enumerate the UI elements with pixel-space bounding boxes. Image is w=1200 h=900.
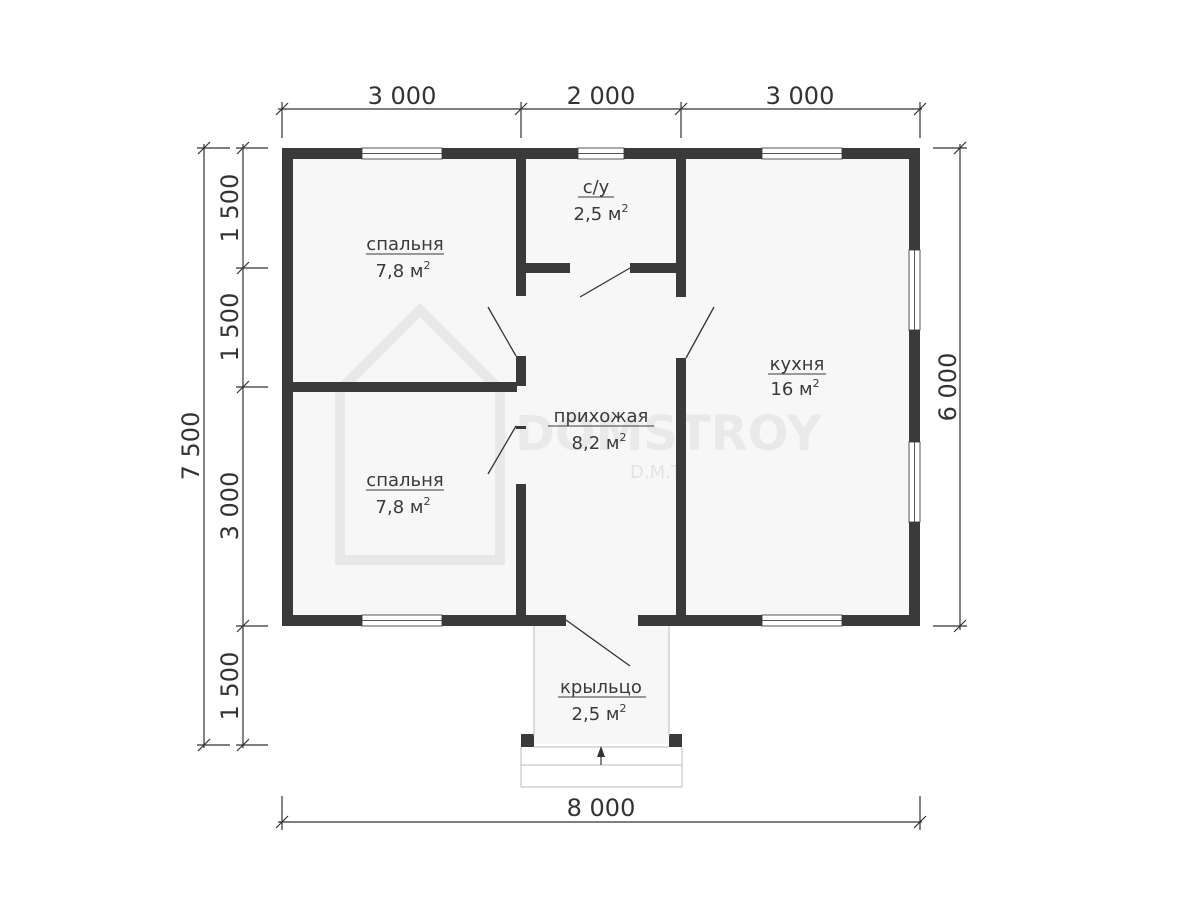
dim-bottom-total: 8 000	[567, 794, 636, 822]
door-kitchen	[685, 306, 715, 359]
dim-top-left: 3 000	[368, 82, 437, 110]
dim-top-middle: 2 000	[567, 82, 636, 110]
watermark-brand: DOMSTROY	[515, 406, 823, 462]
room-bathroom: с/у 2,5 м2	[574, 177, 629, 225]
room-porch-area: 2,5 м2	[572, 702, 627, 725]
room-bedroom1-name: спальня	[366, 234, 443, 255]
porch-outline	[520, 626, 683, 788]
door-bedroom2	[487, 425, 517, 475]
watermark-sub: D.M.T	[630, 462, 683, 483]
left-dimension	[197, 141, 268, 752]
dim-left-3: 3 000	[216, 472, 244, 541]
room-bedroom-1: спальня 7,8 м2	[366, 234, 444, 282]
door-bathroom	[579, 267, 631, 298]
dim-left-2: 1 500	[216, 293, 244, 362]
room-kitchen-name: кухня	[770, 354, 825, 375]
room-bathroom-name: с/у	[583, 177, 610, 198]
walls	[282, 148, 920, 747]
room-bedroom-2: спальня 7,8 м2	[366, 470, 444, 518]
room-bedroom1-area: 7,8 м2	[376, 259, 431, 282]
dim-right: 6 000	[934, 353, 962, 422]
watermark: DOMSTROY D.M.T	[335, 302, 823, 565]
bottom-dimension	[275, 796, 927, 830]
room-hallway-area: 8,2 м2	[572, 431, 627, 454]
dim-top-right: 3 000	[766, 82, 835, 110]
dim-left-4: 1 500	[216, 652, 244, 721]
right-dimension	[933, 141, 967, 633]
room-hallway: прихожая 8,2 м2	[548, 406, 654, 454]
dim-left-total: 7 500	[177, 412, 205, 481]
door-entrance	[565, 619, 631, 667]
doors	[487, 267, 715, 667]
room-bedroom2-name: спальня	[366, 470, 443, 491]
room-bedroom2-area: 7,8 м2	[376, 495, 431, 518]
room-porch-name: крыльцо	[560, 677, 642, 698]
room-porch: крыльцо 2,5 м2	[558, 677, 646, 725]
door-bedroom1	[487, 306, 517, 357]
top-dimension	[275, 102, 927, 138]
room-hallway-name: прихожая	[554, 406, 649, 427]
room-kitchen: кухня 16 м2	[768, 354, 826, 400]
dim-left-1: 1 500	[216, 174, 244, 243]
room-bathroom-area: 2,5 м2	[574, 202, 629, 225]
entrance-arrow	[597, 746, 605, 765]
room-kitchen-area: 16 м2	[770, 377, 819, 400]
